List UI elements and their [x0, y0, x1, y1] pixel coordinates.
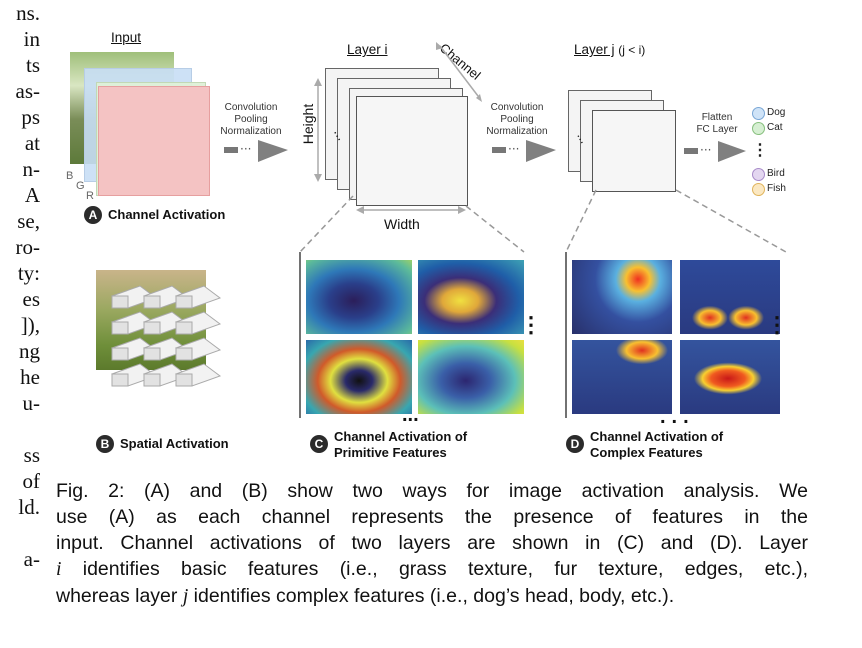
arrow-op2: ··· [492, 140, 556, 162]
arrow-op3: ··· [684, 141, 746, 162]
channel-letter-b: B [66, 170, 74, 182]
panel-d-vertical-dots: ⋮ [766, 312, 788, 337]
channel-letter-g: G [76, 180, 85, 192]
spatial-grid-blocks [110, 285, 222, 387]
caption-line-1: Fig. 2: (A) and (B) show two ways for im… [56, 480, 808, 502]
heatmap-d-2 [680, 260, 780, 334]
panel-b-title: Spatial Activation [120, 436, 229, 451]
class-dot-cat [752, 122, 765, 135]
left-fragment-line: ty: [17, 261, 40, 285]
left-fragment-line: ]), [20, 313, 40, 337]
caption-line-5: whereas layer j identifies complex featu… [56, 585, 675, 607]
heatmap-d-4 [680, 340, 780, 414]
layer-i-label: Layer i [347, 42, 388, 57]
left-fragment-line: A [24, 183, 40, 207]
left-fragment-line: ng [19, 339, 40, 363]
left-fragment-line: ss [23, 443, 40, 467]
class-label-cat: Cat [767, 122, 783, 133]
heatmap-c-3 [306, 340, 412, 414]
left-fragment-line: ns. [16, 1, 40, 25]
left-fragment-line: as- [15, 79, 41, 103]
left-fragment-line: se, [17, 209, 40, 233]
layer-j-map-3 [592, 110, 676, 192]
panel-d-horizontal-dots: ... [660, 406, 695, 428]
svg-text:···: ··· [508, 142, 519, 156]
class-dot-bird [752, 168, 765, 181]
arrow-op1: ··· [224, 140, 288, 162]
heatmap-d-3 [572, 340, 672, 414]
class-dot-dog [752, 107, 765, 120]
left-fragment-line: u- [22, 391, 41, 415]
left-fragment-line: a- [23, 547, 40, 571]
badge-d: D [566, 435, 584, 453]
class-dot-fish [752, 183, 765, 196]
channel-letter-r: R [86, 190, 94, 202]
badge-b: B [96, 435, 114, 453]
left-fragment-line: es [22, 287, 41, 311]
input-label: Input [111, 30, 142, 45]
caption-line-3: input. Channel activations of two layers… [56, 532, 808, 554]
figure: Input B G R A Channel Activation Convolu… [66, 30, 788, 460]
panel-a-title: Channel Activation [108, 207, 226, 222]
badge-c: C [310, 435, 328, 453]
class-label-fish: Fish [767, 183, 786, 194]
left-fragment-line: ld. [18, 495, 40, 519]
left-fragment-line [0, 520, 40, 546]
class-label-bird: Bird [767, 168, 785, 179]
width-label: Width [384, 216, 420, 232]
layer-i-map-4 [356, 96, 468, 206]
projection-lines [299, 189, 787, 418]
caption-line-4: i identifies basic features (i.e., grass… [56, 558, 808, 580]
heatmap-c-4 [418, 340, 524, 414]
left-fragment-line: of [22, 469, 41, 493]
left-fragment-line: he [20, 365, 40, 389]
left-fragment-line: ro- [15, 235, 41, 259]
svg-text:···: ··· [700, 143, 711, 157]
input-image-channel-front [98, 86, 210, 196]
left-fragment-line: in [23, 27, 40, 51]
left-fragment-line: ts [25, 53, 40, 77]
left-fragment-line: n- [22, 157, 41, 181]
layer-j-label: Layer j (j < i) [574, 42, 646, 57]
figure-caption: Fig. 2: (A) and (B) show two ways for im… [56, 478, 808, 610]
class-dots: ⋮ [752, 142, 768, 159]
class-label-dog: Dog [767, 107, 786, 118]
panel-c-horizontal-dots: ... [402, 404, 419, 426]
panel-c-vertical-dots: ⋮ [520, 312, 542, 337]
badge-a: A [84, 206, 102, 224]
caption-line-2: use (A) as each channel represents the p… [56, 506, 808, 528]
svg-text:···: ··· [240, 142, 251, 156]
heatmap-d-1 [572, 260, 672, 334]
left-fragment-line: ps [21, 105, 40, 129]
heatmap-c-1 [306, 260, 412, 334]
dimension-arrows [314, 42, 482, 214]
heatmap-c-2 [418, 260, 524, 334]
left-fragment-line: at [24, 131, 40, 155]
